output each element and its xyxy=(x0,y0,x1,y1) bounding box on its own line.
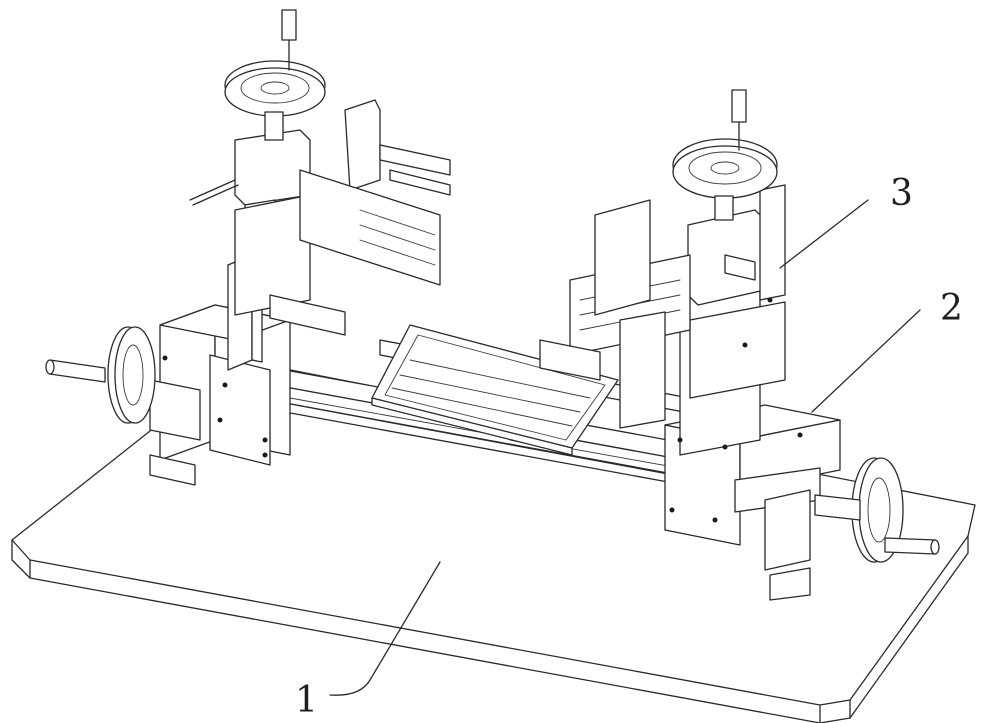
left-top-handwheel xyxy=(224,9,326,141)
bolt-heads xyxy=(162,297,803,523)
callout-2: 2 xyxy=(811,288,963,413)
callout-2-label: 2 xyxy=(940,288,963,329)
callout-3-label: 3 xyxy=(890,173,913,214)
left-side-handwheel xyxy=(45,326,156,424)
callout-1-label: 1 xyxy=(295,680,318,721)
center-tray xyxy=(371,324,619,456)
callout-3: 3 xyxy=(779,173,913,269)
right-top-handwheel xyxy=(672,89,778,221)
callout-1: 1 xyxy=(295,561,441,721)
right-side-handwheel xyxy=(814,457,940,563)
right-station xyxy=(539,184,841,601)
